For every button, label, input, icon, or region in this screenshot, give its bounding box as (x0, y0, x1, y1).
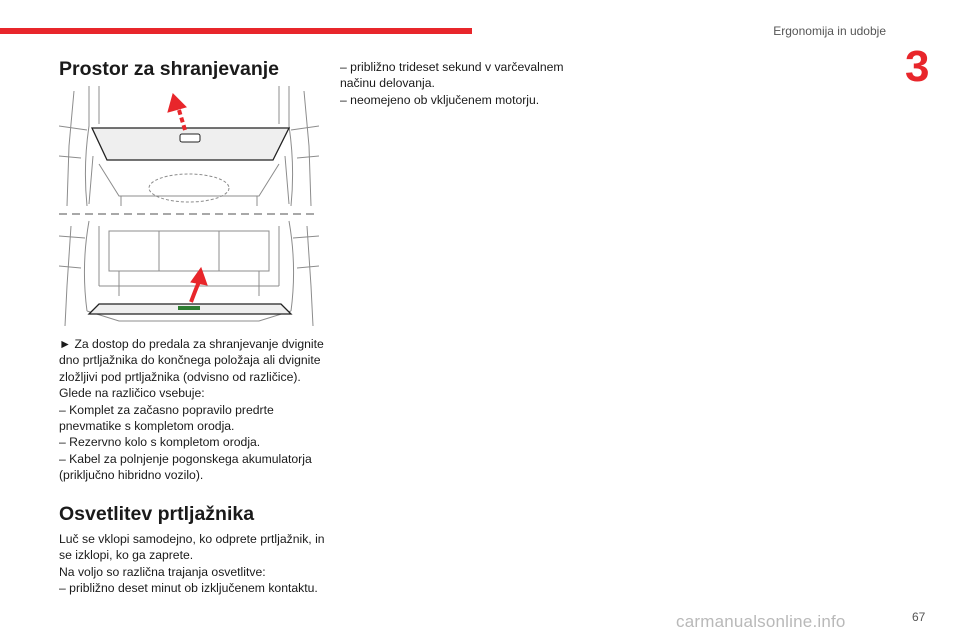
floor-handle-lower (178, 306, 200, 310)
raised-boot-floor (90, 127, 291, 161)
lift-arrow-upper (177, 109, 187, 131)
storage-contents-intro: Glede na različico vsebuje: (59, 386, 205, 401)
boot-frame-lower (83, 220, 295, 312)
storage-item-repair-kit: – Komplet za začasno popravilo predrte p… (59, 402, 274, 434)
header-accent-bar (0, 28, 472, 34)
chapter-title: Ergonomija in udobje (773, 24, 886, 38)
page-number: 67 (912, 610, 926, 624)
storage-description: ► Za dostop do predala za shranjevanje d… (59, 336, 329, 484)
watermark: carmanualsonline.info (676, 612, 846, 631)
chapter-number: 3 (905, 42, 930, 91)
storage-item-spare-wheel: – Rezervno kolo s kompletom orodja. (59, 435, 261, 450)
storage-instruction: ► Za dostop do predala za shranjevanje d… (59, 337, 324, 384)
lighting-duration-ignition-off: – približno deset minut ob izključenem k… (59, 581, 318, 596)
lighting-duration-engine-on: – neomejeno ob vključenem motorju. (340, 92, 540, 107)
boot-storage-illustration (59, 86, 319, 327)
boot-frame-upper (84, 86, 294, 207)
section-title-storage: Prostor za shranjevanje (59, 58, 280, 80)
section-title-boot-lighting: Osvetlitev prtljažnika (59, 503, 255, 525)
lighting-auto-text: Luč se vklopi samodejno, ko odprete prtl… (59, 532, 325, 563)
storage-item-charging-cable: – Kabel za polnjenje pogonskega akumulat… (59, 451, 312, 483)
lift-arrow-lower (189, 281, 201, 303)
boot-lighting-description: Luč se vklopi samodejno, ko odprete prtl… (59, 531, 329, 597)
boot-lighting-continued: – približno trideset sekund v varčevalne… (340, 59, 600, 108)
floor-handle-upper (179, 133, 201, 143)
lighting-durations-intro: Na voljo so različna trajanja osvetlitve… (59, 564, 266, 579)
lighting-duration-economy: – približno trideset sekund v varčevalne… (340, 60, 564, 91)
spare-wheel-well (148, 173, 230, 203)
